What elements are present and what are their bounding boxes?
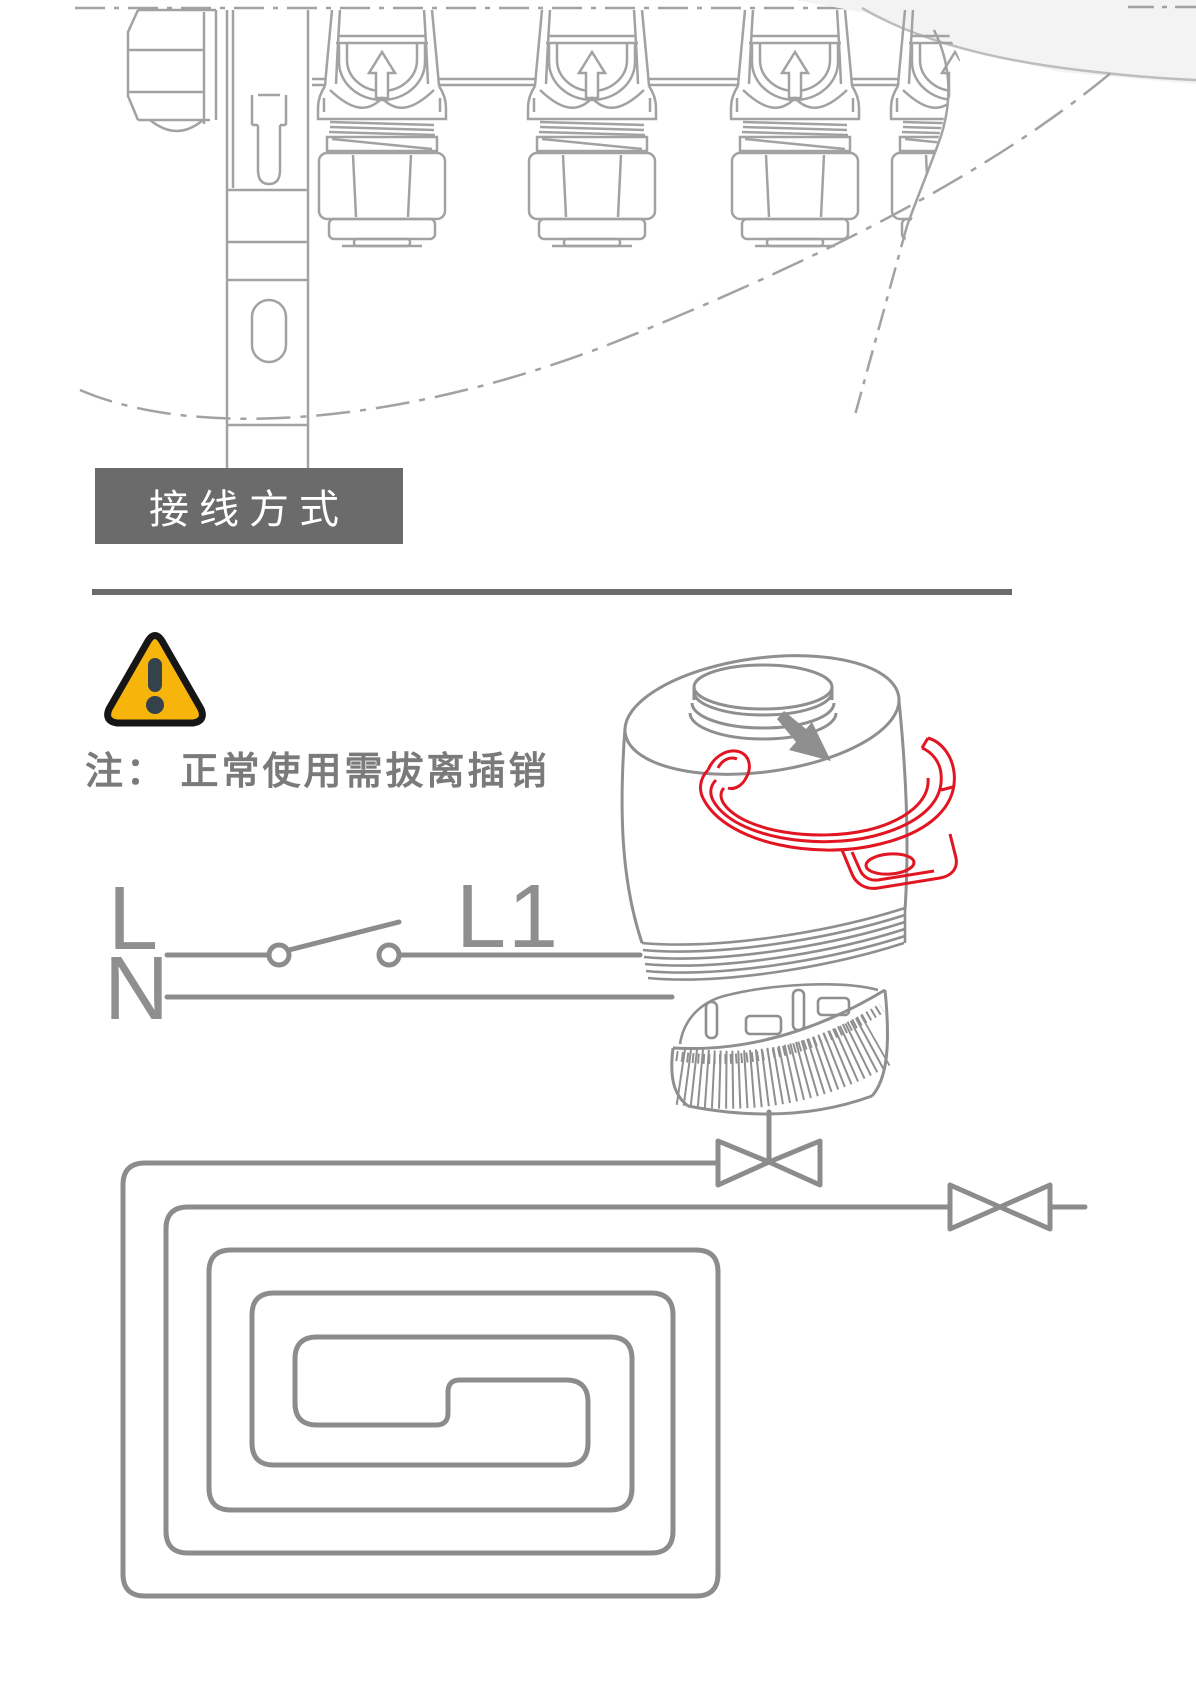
switch-arm xyxy=(286,919,402,953)
valve-symbol-2 xyxy=(947,1182,1088,1232)
manifold-illustration xyxy=(75,0,1196,510)
warning-triangle-icon xyxy=(103,631,207,729)
actuator-collar xyxy=(678,983,879,1045)
insert-arrow-icon xyxy=(777,711,831,761)
actuator-illustration xyxy=(620,654,909,1116)
label-neutral: N xyxy=(104,939,169,1039)
section-header: 接线方式 xyxy=(95,468,403,544)
valve-symbol-1 xyxy=(715,1138,823,1188)
manifold-port-3 xyxy=(729,8,861,248)
manifold-port-4 xyxy=(889,8,960,248)
retaining-clip-highlight xyxy=(699,736,958,890)
section-header-label: 接线方式 xyxy=(149,488,349,532)
manifold-port-1 xyxy=(316,8,448,248)
break-line xyxy=(79,71,1113,421)
actuator-ribs xyxy=(641,906,907,981)
mounting-bracket xyxy=(225,10,310,510)
wiring-diagram xyxy=(120,919,1088,1599)
section-divider xyxy=(92,589,1012,595)
floor-heating-coil xyxy=(120,1160,953,1599)
label-live: L xyxy=(108,869,159,969)
photo-corner-shade xyxy=(795,0,1196,84)
manifold-end-fitting xyxy=(126,8,218,133)
manifold-port-2 xyxy=(526,8,658,248)
label-switched-live: L1 xyxy=(456,867,561,967)
actuator-knurled-nut xyxy=(670,988,891,1116)
usage-note: 注： 正常使用需拔离插销 xyxy=(85,751,550,793)
